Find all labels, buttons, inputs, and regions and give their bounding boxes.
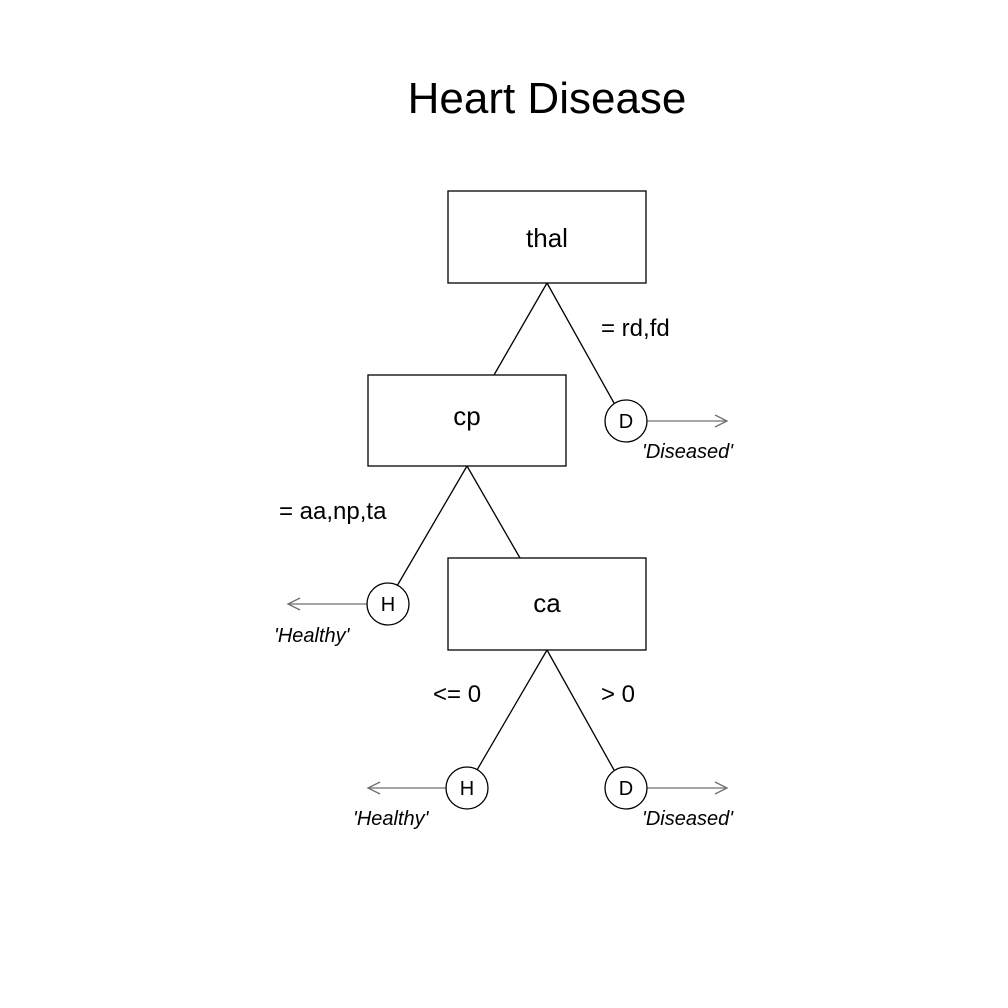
leaf-letter: D xyxy=(619,778,633,800)
leaf-ca-healthy: H 'Healthy' xyxy=(353,766,489,830)
node-ca-box xyxy=(447,557,647,651)
node-thal-label: thal xyxy=(526,223,568,253)
node-ca: ca xyxy=(447,557,647,651)
edge-cp-to-healthy xyxy=(396,465,468,587)
node-ca-label: ca xyxy=(533,588,561,618)
edge-label-cp-left: = aa,np,ta xyxy=(279,498,387,525)
leaf-ca-diseased: D 'Diseased' xyxy=(604,766,734,830)
diagram-title: Heart Disease xyxy=(408,74,687,123)
edge-label-ca-right: > 0 xyxy=(601,681,635,708)
edge-thal-to-cp xyxy=(493,282,548,376)
leaf-letter: H xyxy=(460,778,474,800)
node-cp: cp xyxy=(367,374,567,467)
leaf-label: 'Healthy' xyxy=(274,625,351,647)
arrow-right-icon xyxy=(714,414,729,428)
node-cp-box xyxy=(367,374,567,467)
edge-cp-to-ca xyxy=(466,465,521,559)
leaf-label: 'Healthy' xyxy=(353,808,430,830)
leaf-label: 'Diseased' xyxy=(642,808,734,830)
arrow-right-icon xyxy=(714,781,729,795)
leaf-cp-healthy: H 'Healthy' xyxy=(274,582,410,647)
node-thal-box xyxy=(447,190,647,284)
edge-label-ca-left: <= 0 xyxy=(433,681,481,708)
edge-ca-to-diseased xyxy=(546,649,615,771)
arrow-left-icon xyxy=(286,597,301,611)
leaf-circle xyxy=(604,399,648,443)
node-cp-label: cp xyxy=(453,401,480,431)
leaf-label: 'Diseased' xyxy=(642,441,734,463)
leaf-letter: H xyxy=(381,594,395,616)
leaf-letter: D xyxy=(619,411,633,433)
node-thal: thal xyxy=(447,190,647,284)
leaf-thal-diseased: D 'Diseased' xyxy=(604,399,734,463)
edge-label-thal-right: = rd,fd xyxy=(601,315,670,342)
edge-ca-to-healthy xyxy=(476,649,548,771)
edge-thal-to-diseased xyxy=(546,282,615,404)
leaf-circle xyxy=(604,766,648,810)
arrow-left-icon xyxy=(366,781,381,795)
leaf-circle xyxy=(445,766,489,810)
leaf-circle xyxy=(366,582,410,626)
